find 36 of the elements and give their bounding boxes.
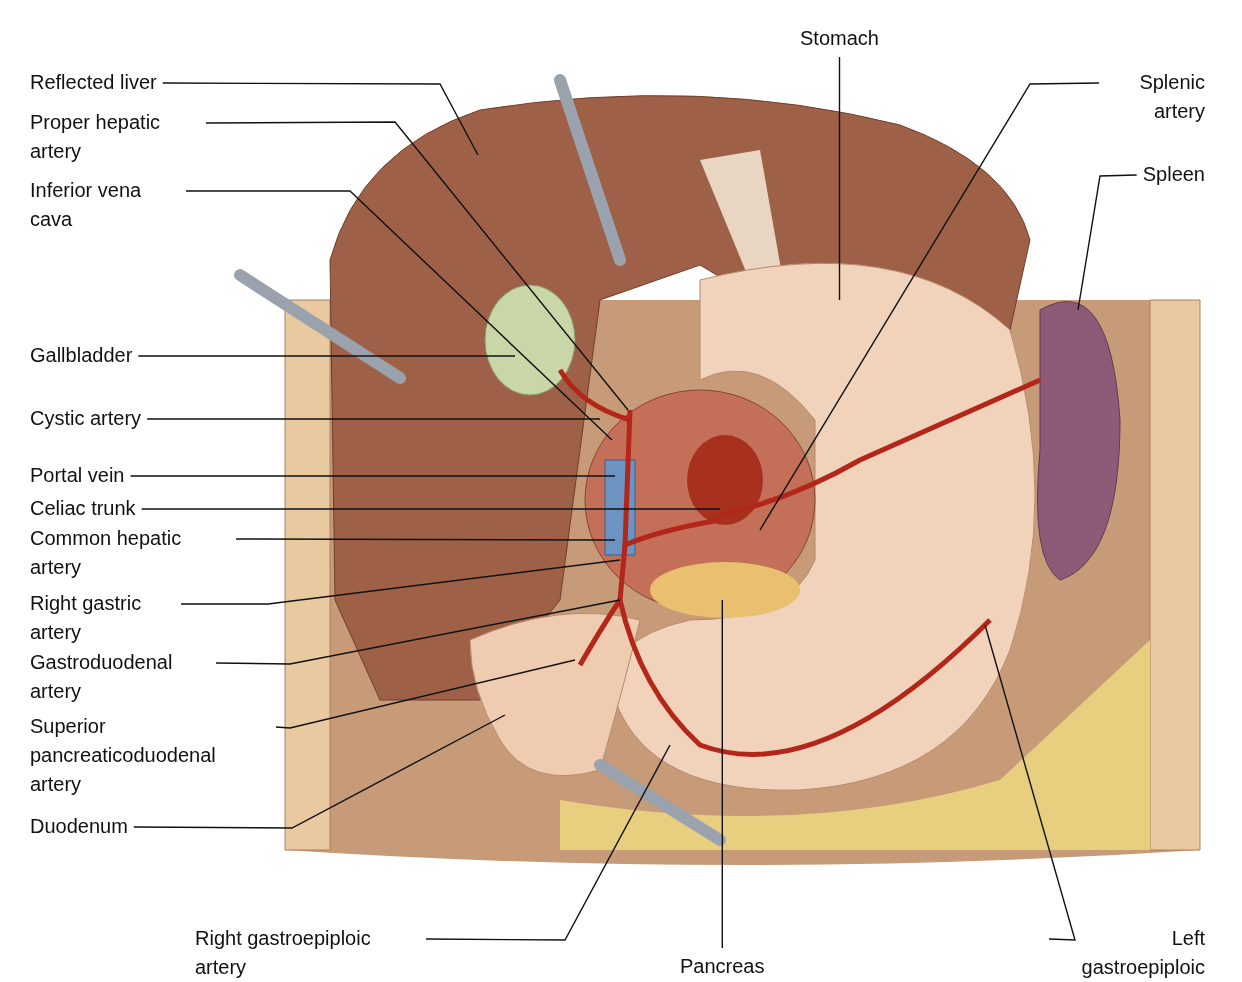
callout-label: Left gastroepiploic xyxy=(1055,924,1205,982)
callout-label: Gallbladder xyxy=(30,341,133,370)
callout-label: Reflected liver xyxy=(30,68,157,97)
callout-label: Portal vein xyxy=(30,461,125,490)
callout-label: Splenic artery xyxy=(1105,68,1205,126)
leader-line xyxy=(275,659,576,729)
leader-line xyxy=(140,508,721,510)
leader-line xyxy=(721,599,723,949)
leader-line xyxy=(137,355,516,357)
leader-line xyxy=(162,82,479,156)
callout-label: Right gastric artery xyxy=(30,589,175,647)
leader-line xyxy=(129,475,616,477)
leader-line xyxy=(185,190,613,441)
leader-line xyxy=(1077,174,1138,311)
callout-label: Right gastroepiploic artery xyxy=(195,924,420,982)
leader-line xyxy=(180,559,621,605)
callout-label: Cystic artery xyxy=(30,404,142,433)
callout-label: Spleen xyxy=(1142,160,1205,189)
callout-label: Common hepatic artery xyxy=(30,524,230,582)
leader-line xyxy=(205,121,629,411)
leader-line xyxy=(146,418,601,420)
leader-line xyxy=(425,744,671,941)
leader-line xyxy=(984,624,1076,941)
callout-label: Duodenum xyxy=(30,812,128,841)
callout-label: Inferior vena cava xyxy=(30,176,180,234)
leader-line xyxy=(759,82,1100,531)
callout-label: Stomach xyxy=(800,24,879,53)
leader-line xyxy=(133,714,506,829)
leader-line xyxy=(235,538,616,541)
leader-line xyxy=(215,599,621,665)
leader-line xyxy=(838,56,841,301)
callout-label: Proper hepatic artery xyxy=(30,108,200,166)
callout-label: Gastroduodenal artery xyxy=(30,648,210,706)
callout-label: Superior pancreaticoduodenal artery xyxy=(30,712,270,799)
callout-label: Celiac trunk xyxy=(30,494,136,523)
callout-label: Pancreas xyxy=(680,952,765,981)
